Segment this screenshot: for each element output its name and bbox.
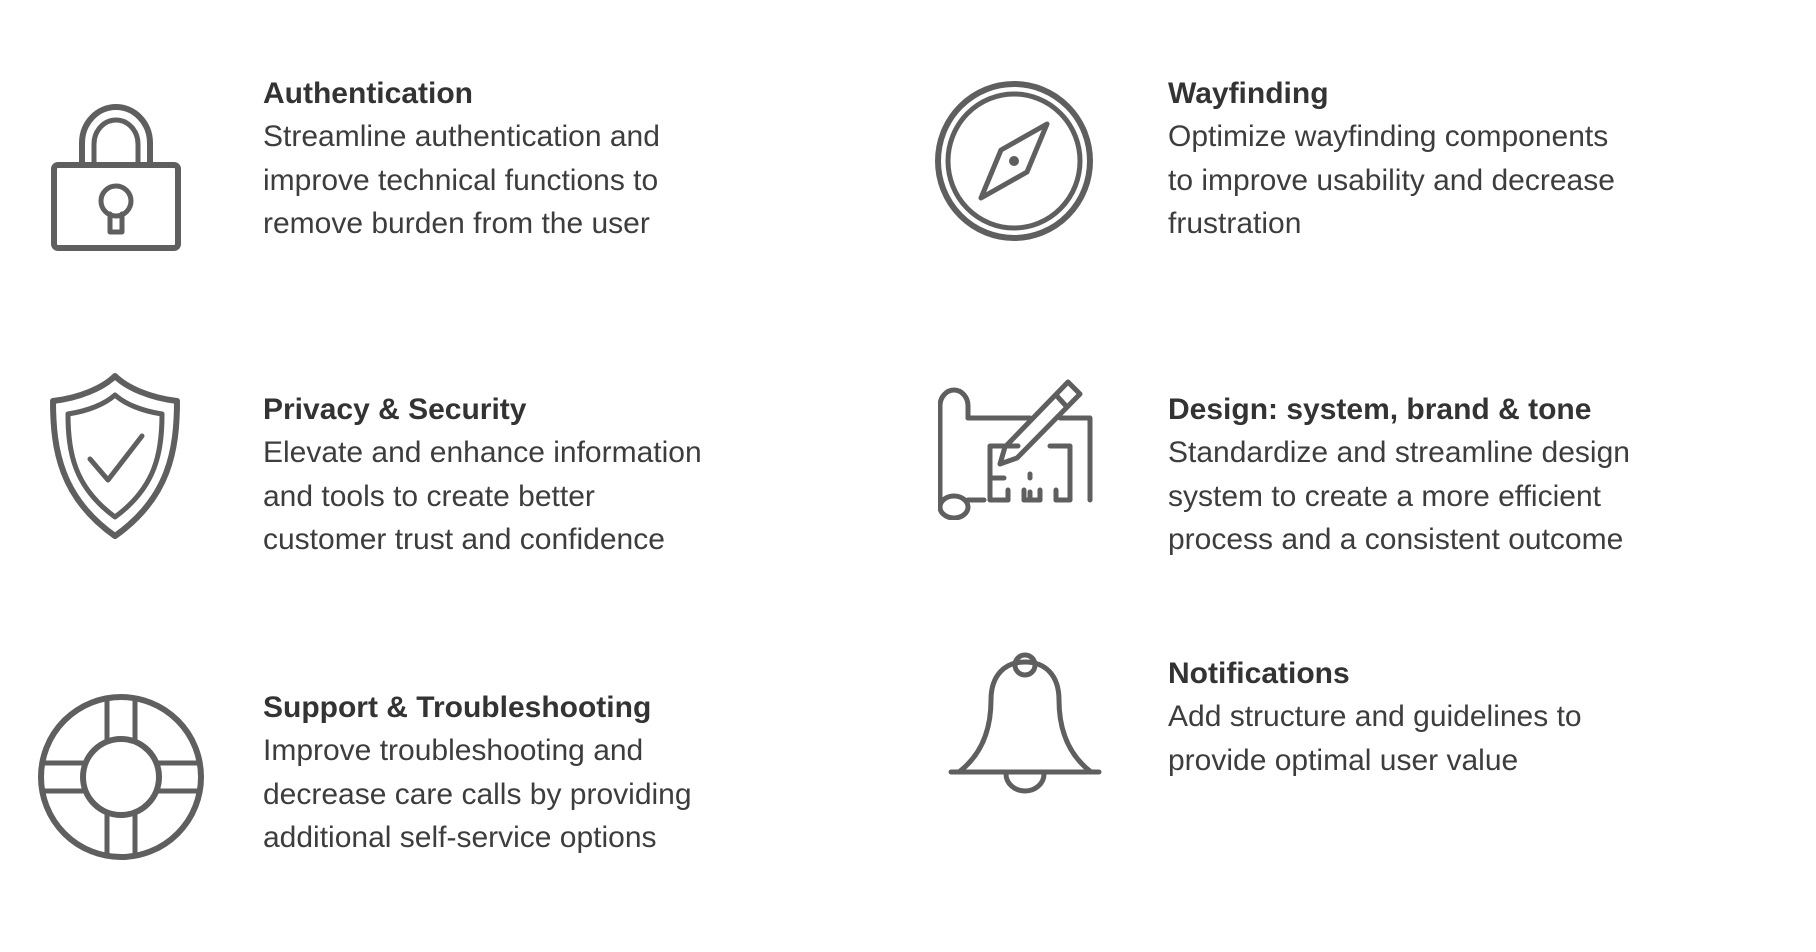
feature-card-notifications: Notifications Add structure and guidelin… xyxy=(1168,652,1748,782)
feature-card-design: Design: system, brand & tone Standardize… xyxy=(1168,388,1816,562)
feature-card-authentication: Authentication Streamline authentication… xyxy=(263,72,753,246)
feature-title: Design: system, brand & tone xyxy=(1168,393,1592,426)
feature-description: Improve troubleshooting and decrease car… xyxy=(263,734,692,854)
compass-icon xyxy=(934,80,1094,242)
feature-card-wayfinding: Wayfinding Optimize wayfinding component… xyxy=(1168,72,1748,246)
feature-description: Elevate and enhance information and tool… xyxy=(263,436,702,556)
feature-description: Optimize wayfinding components to improv… xyxy=(1168,120,1615,240)
bell-icon xyxy=(945,650,1105,800)
blueprint-pencil-icon xyxy=(938,378,1096,520)
feature-card-privacy-security: Privacy & Security Elevate and enhance i… xyxy=(263,388,763,562)
feature-description: Streamline authentication and improve te… xyxy=(263,120,660,240)
feature-description: Standardize and streamline design system… xyxy=(1168,436,1630,556)
feature-description: Add structure and guidelines to provide … xyxy=(1168,700,1582,777)
feature-card-support-troubleshooting: Support & Troubleshooting Improve troubl… xyxy=(263,686,783,860)
feature-title: Authentication xyxy=(263,77,473,110)
feature-title: Support & Troubleshooting xyxy=(263,691,652,724)
feature-title: Notifications xyxy=(1168,657,1350,690)
feature-title: Privacy & Security xyxy=(263,393,527,426)
lifebuoy-icon xyxy=(37,693,205,861)
shield-check-icon xyxy=(45,372,185,540)
feature-title: Wayfinding xyxy=(1168,77,1329,110)
lock-icon xyxy=(51,85,181,251)
